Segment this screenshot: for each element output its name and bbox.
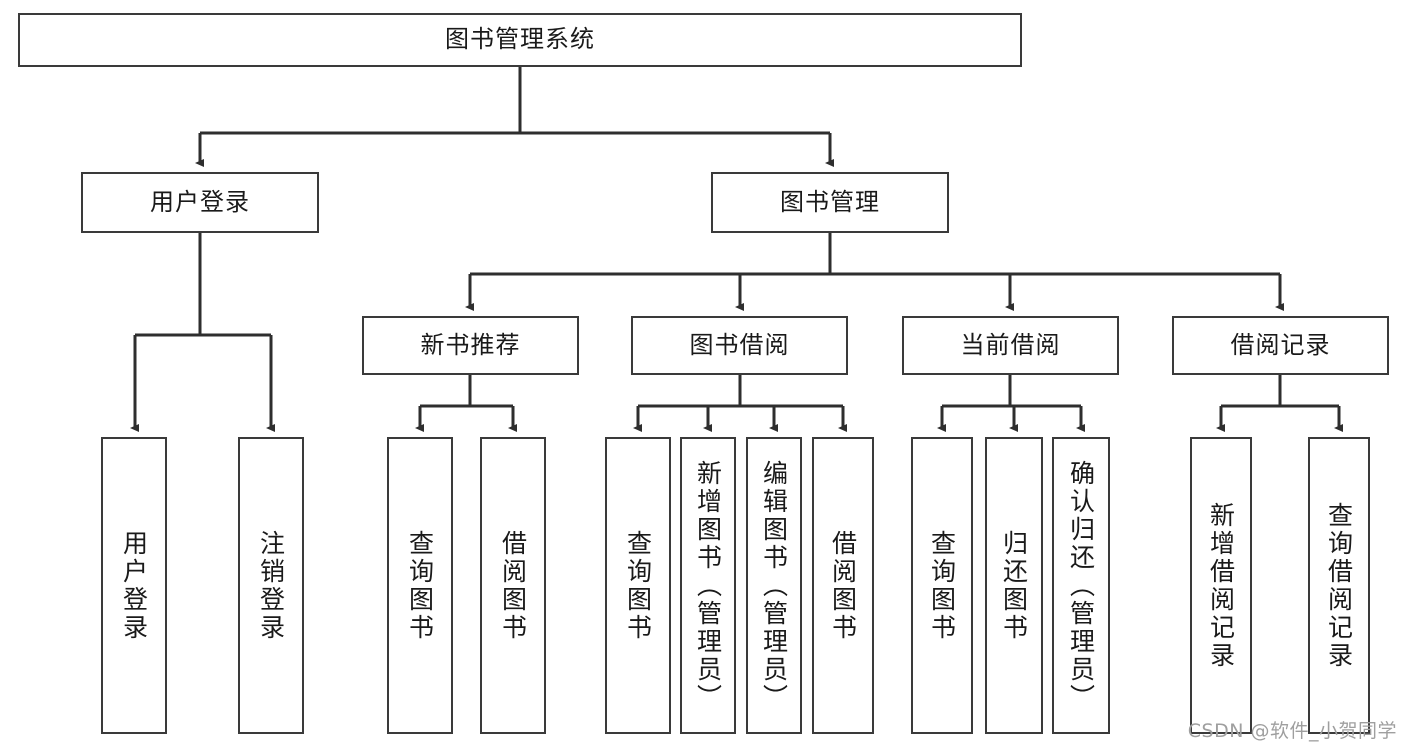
node-label: 借阅记录 [1230, 330, 1331, 359]
node-leaf-return-book[interactable]: 归还图书 [985, 437, 1043, 734]
node-leaf-query-book-1[interactable]: 查询图书 [387, 437, 453, 734]
node-label: 用户登录 [150, 187, 250, 216]
node-label: 编辑图书（管理员） [759, 459, 789, 712]
node-leaf-add-borrow-record[interactable]: 新增借阅记录 [1190, 437, 1252, 734]
node-borrow-record[interactable]: 借阅记录 [1172, 316, 1389, 375]
node-leaf-borrow-book-1[interactable]: 借阅图书 [480, 437, 546, 734]
node-label: 查询图书 [927, 529, 957, 642]
node-leaf-confirm-return-admin[interactable]: 确认归还（管理员） [1052, 437, 1110, 734]
node-new-book-recommend[interactable]: 新书推荐 [362, 316, 579, 375]
node-leaf-borrow-book-2[interactable]: 借阅图书 [812, 437, 874, 734]
node-leaf-add-book-admin[interactable]: 新增图书（管理员） [680, 437, 736, 734]
node-label: 确认归还（管理员） [1066, 459, 1096, 712]
node-label: 图书管理 [780, 187, 880, 216]
node-label: 图书管理系统 [445, 25, 595, 54]
node-user-login[interactable]: 用户登录 [81, 172, 319, 233]
node-book-management[interactable]: 图书管理 [711, 172, 949, 233]
node-leaf-query-borrow-record[interactable]: 查询借阅记录 [1308, 437, 1370, 734]
node-label: 新增图书（管理员） [693, 459, 723, 712]
node-label: 新增借阅记录 [1206, 501, 1236, 670]
node-label: 图书借阅 [689, 330, 790, 359]
node-leaf-edit-book-admin[interactable]: 编辑图书（管理员） [746, 437, 802, 734]
node-label: 用户登录 [119, 529, 149, 642]
node-label: 注销登录 [256, 529, 286, 642]
node-book-borrow[interactable]: 图书借阅 [631, 316, 848, 375]
node-leaf-query-book-2[interactable]: 查询图书 [605, 437, 671, 734]
node-label: 借阅图书 [498, 529, 528, 642]
node-book-management-system[interactable]: 图书管理系统 [18, 13, 1022, 67]
node-leaf-user-login[interactable]: 用户登录 [101, 437, 167, 734]
node-label: 当前借阅 [960, 330, 1061, 359]
node-label: 查询图书 [623, 529, 653, 642]
node-label: 归还图书 [999, 529, 1029, 642]
node-label: 新书推荐 [420, 330, 521, 359]
node-label: 查询图书 [405, 529, 435, 642]
node-current-borrow[interactable]: 当前借阅 [902, 316, 1119, 375]
watermark: CSDN @软件_小贺同学 [1187, 720, 1397, 742]
node-label: 借阅图书 [828, 529, 858, 642]
node-leaf-query-book-3[interactable]: 查询图书 [911, 437, 973, 734]
node-leaf-logout[interactable]: 注销登录 [238, 437, 304, 734]
node-label: 查询借阅记录 [1324, 501, 1354, 670]
